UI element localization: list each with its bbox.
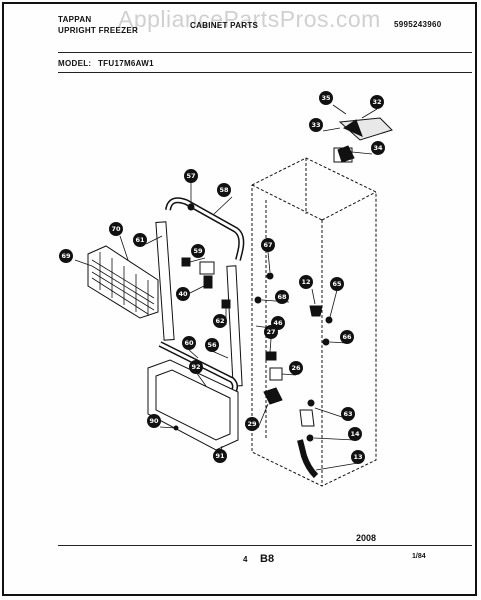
- section-title: CABINET PARTS: [190, 21, 259, 30]
- callout-90: 90: [147, 414, 161, 428]
- callout-63: 63: [341, 407, 355, 421]
- callout-12: 12: [299, 275, 313, 289]
- callout-58: 58: [217, 183, 231, 197]
- header-rule: [58, 52, 472, 53]
- callout-91: 91: [213, 449, 227, 463]
- callout-35: 35: [319, 91, 333, 105]
- year-code: 2008: [356, 533, 377, 543]
- drain-hose: [297, 439, 319, 479]
- model-label: MODEL:: [58, 59, 92, 68]
- callout-68: 68: [275, 290, 289, 304]
- callout-70: 70: [109, 222, 123, 236]
- grille: [87, 245, 159, 319]
- model-rule: [58, 72, 472, 73]
- callout-29: 29: [245, 417, 259, 431]
- callout-33: 33: [309, 118, 323, 132]
- left-breaker-strip: [155, 221, 175, 341]
- part-number: 5995243960: [394, 20, 442, 29]
- callout-57: 57: [184, 169, 198, 183]
- date-code: 1/84: [412, 553, 426, 560]
- callout-65: 65: [330, 277, 344, 291]
- callout-66: 66: [340, 330, 354, 344]
- callout-62: 62: [213, 314, 227, 328]
- callout-59: 59: [191, 244, 205, 258]
- callout-27: 27: [264, 325, 278, 339]
- product-label: UPRIGHT FREEZER: [58, 26, 139, 35]
- callout-60: 60: [182, 336, 196, 350]
- callout-56: 56: [205, 338, 219, 352]
- callout-14: 14: [348, 427, 362, 441]
- page-border: [2, 2, 477, 596]
- page-left: 4: [243, 555, 248, 564]
- footer-rule: [58, 545, 472, 546]
- callout-40: 40: [176, 287, 190, 301]
- door-panel: [147, 359, 239, 451]
- watermark: AppliancePartsPros.com: [118, 6, 381, 32]
- callout-34: 34: [371, 141, 385, 155]
- model-value: TFU17M6AW1: [98, 59, 154, 68]
- callout-32: 32: [370, 95, 384, 109]
- callout-13: 13: [351, 450, 365, 464]
- small-parts: [173, 203, 333, 442]
- brand-label: TAPPAN: [58, 15, 92, 24]
- callout-69: 69: [59, 249, 73, 263]
- callout-67: 67: [261, 238, 275, 252]
- callout-26: 26: [289, 361, 303, 375]
- page-code: B8: [260, 553, 275, 565]
- top-hinge: [333, 117, 393, 163]
- right-breaker-strip: [226, 265, 243, 387]
- callout-92: 92: [189, 360, 203, 374]
- callout-61: 61: [133, 233, 147, 247]
